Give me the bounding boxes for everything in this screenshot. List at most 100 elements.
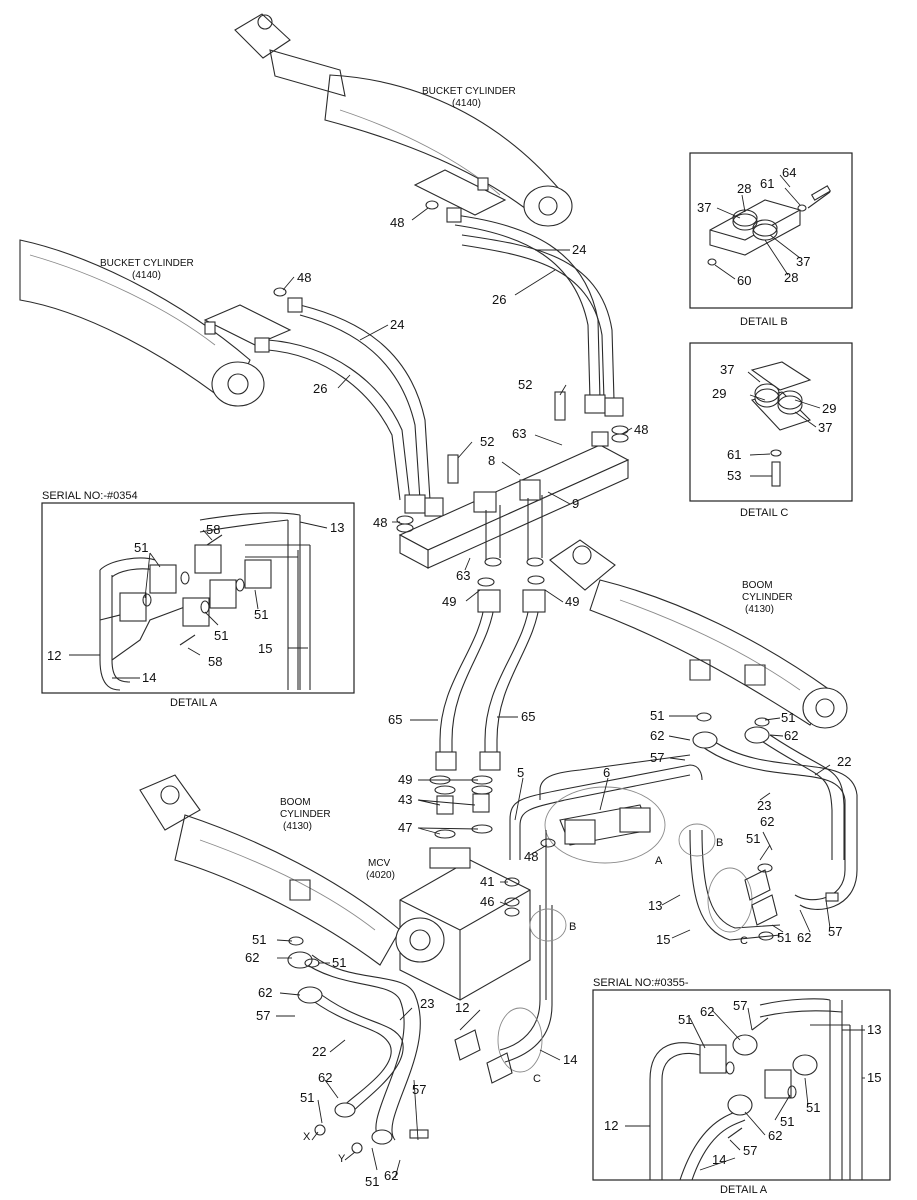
pipe-block-8-9: [398, 391, 630, 569]
callout-51: 51: [650, 708, 664, 723]
callout-12: 12: [455, 1000, 469, 1015]
callout-62: 62: [797, 930, 811, 945]
bucket-cylinder-top-label: BUCKET CYLINDER: [422, 86, 516, 97]
callout-63: 63: [512, 426, 526, 441]
section-letter-b: B: [569, 921, 576, 933]
callout-26: 26: [313, 381, 327, 396]
callout-23: 23: [420, 996, 434, 1011]
boom-cylinder-right-label-2: CYLINDER: [742, 592, 793, 603]
callout-48: 48: [390, 215, 404, 230]
bucket-cylinder-top: [234, 13, 573, 227]
callout-23: 23: [757, 798, 771, 813]
mcv-label: MCV: [368, 858, 391, 869]
leader-lines: [69, 174, 865, 1179]
detail-a-bottom-callout-51: 51: [780, 1114, 794, 1129]
detail-c-caption: DETAIL C: [740, 507, 788, 519]
callout-62: 62: [245, 950, 259, 965]
callout-14: 14: [563, 1052, 577, 1067]
bucket-cylinder-left: [19, 239, 292, 407]
boom-cylinder-right-code: (4130): [745, 604, 774, 615]
callout-8: 8: [488, 453, 495, 468]
detail-a-top-callout-51: 51: [134, 540, 148, 555]
detail-b-callout-61: 61: [760, 176, 774, 191]
detail-a-top-callout-58: 58: [208, 654, 222, 669]
section-letter-c: C: [740, 935, 748, 947]
callout-48: 48: [634, 422, 648, 437]
detail-a-bottom-callout-14: 14: [712, 1152, 726, 1167]
detail-a-bottom-callout-57: 57: [743, 1143, 757, 1158]
callout-57: 57: [650, 750, 664, 765]
hoses-24-26-left: [254, 297, 444, 517]
callout-62: 62: [650, 728, 664, 743]
callout-26: 26: [492, 292, 506, 307]
detail-b-callout-37: 37: [697, 200, 711, 215]
detail-a-top-callout-51: 51: [254, 607, 268, 622]
detail-b-callout-64: 64: [782, 165, 796, 180]
callout-13: 13: [648, 898, 662, 913]
callout-24: 24: [390, 317, 404, 332]
port-letter-y: Y: [338, 1153, 346, 1165]
detail-a-top-callout-12: 12: [47, 648, 61, 663]
detail-a-top-caption: DETAIL A: [170, 697, 218, 709]
detail-a-bottom-caption: DETAIL A: [720, 1184, 768, 1196]
detail-c-callout-37: 37: [818, 420, 832, 435]
callout-43: 43: [398, 792, 412, 807]
boom-pipes-left: [287, 892, 839, 1154]
detail-a-bottom-callout-62: 62: [700, 1004, 714, 1019]
detail-a-bottom-callout-51: 51: [678, 1012, 692, 1027]
detail-c-callout-29: 29: [712, 386, 726, 401]
callout-48: 48: [524, 849, 538, 864]
callout-57: 57: [256, 1008, 270, 1023]
boom-cylinder-left-code: (4130): [283, 821, 312, 832]
port-letter-x: X: [303, 1131, 311, 1143]
detail-a-top-callout-14: 14: [142, 670, 156, 685]
callout-51: 51: [777, 930, 791, 945]
callout-48: 48: [373, 515, 387, 530]
boom-pipes-right: [692, 726, 858, 910]
callout-5: 5: [517, 765, 524, 780]
callout-22: 22: [837, 754, 851, 769]
callout-62: 62: [258, 985, 272, 1000]
callout-49: 49: [442, 594, 456, 609]
detail-b-callout-28: 28: [737, 181, 751, 196]
detail-a-top-callout-58: 58: [206, 522, 220, 537]
detail-a-bottom-callout-62: 62: [768, 1128, 782, 1143]
boom-cylinder-left-label-1: BOOM: [280, 797, 311, 808]
callout-46: 46: [480, 894, 494, 909]
detail-a-bottom: [592, 989, 891, 1181]
detail-c-callout-37: 37: [720, 362, 734, 377]
callout-51: 51: [252, 932, 266, 947]
detail-a-bottom-callout-13: 13: [867, 1022, 881, 1037]
bucket-cylinder-left-label: BUCKET CYLINDER: [100, 258, 194, 269]
callout-24: 24: [572, 242, 586, 257]
callout-51: 51: [332, 955, 346, 970]
callout-51: 51: [781, 710, 795, 725]
detail-a-bottom-callout-57: 57: [733, 998, 747, 1013]
detail-b-callout-28: 28: [784, 270, 798, 285]
detail-a-top-serial: SERIAL NO:-#0354: [42, 490, 138, 502]
detail-b-callout-60: 60: [737, 273, 751, 288]
callout-52: 52: [480, 434, 494, 449]
callout-22: 22: [312, 1044, 326, 1059]
detail-c: [689, 342, 853, 502]
callout-65: 65: [521, 709, 535, 724]
callout-62: 62: [784, 728, 798, 743]
detail-a-bottom-callout-15: 15: [867, 1070, 881, 1085]
section-letter-c: C: [533, 1073, 541, 1085]
detail-a-bottom-callout-12: 12: [604, 1118, 618, 1133]
detail-c-callout-53: 53: [727, 468, 741, 483]
callout-52: 52: [518, 377, 532, 392]
section-letters: A B C B C X Y: [303, 837, 748, 1165]
detail-a-top-callout-13: 13: [330, 520, 344, 535]
pipes-5-6: [454, 754, 781, 1084]
callout-49: 49: [398, 772, 412, 787]
detail-a-top-callout-15: 15: [258, 641, 272, 656]
hoses-65: [435, 589, 546, 771]
callout-62: 62: [760, 814, 774, 829]
callout-6: 6: [603, 765, 610, 780]
callout-15: 15: [656, 932, 670, 947]
detail-b-callout-37: 37: [796, 254, 810, 269]
callout-47: 47: [398, 820, 412, 835]
callout-numbers: 48 24 26 48 24 26 52 63 48 52 8 9 48 63 …: [47, 165, 881, 1189]
